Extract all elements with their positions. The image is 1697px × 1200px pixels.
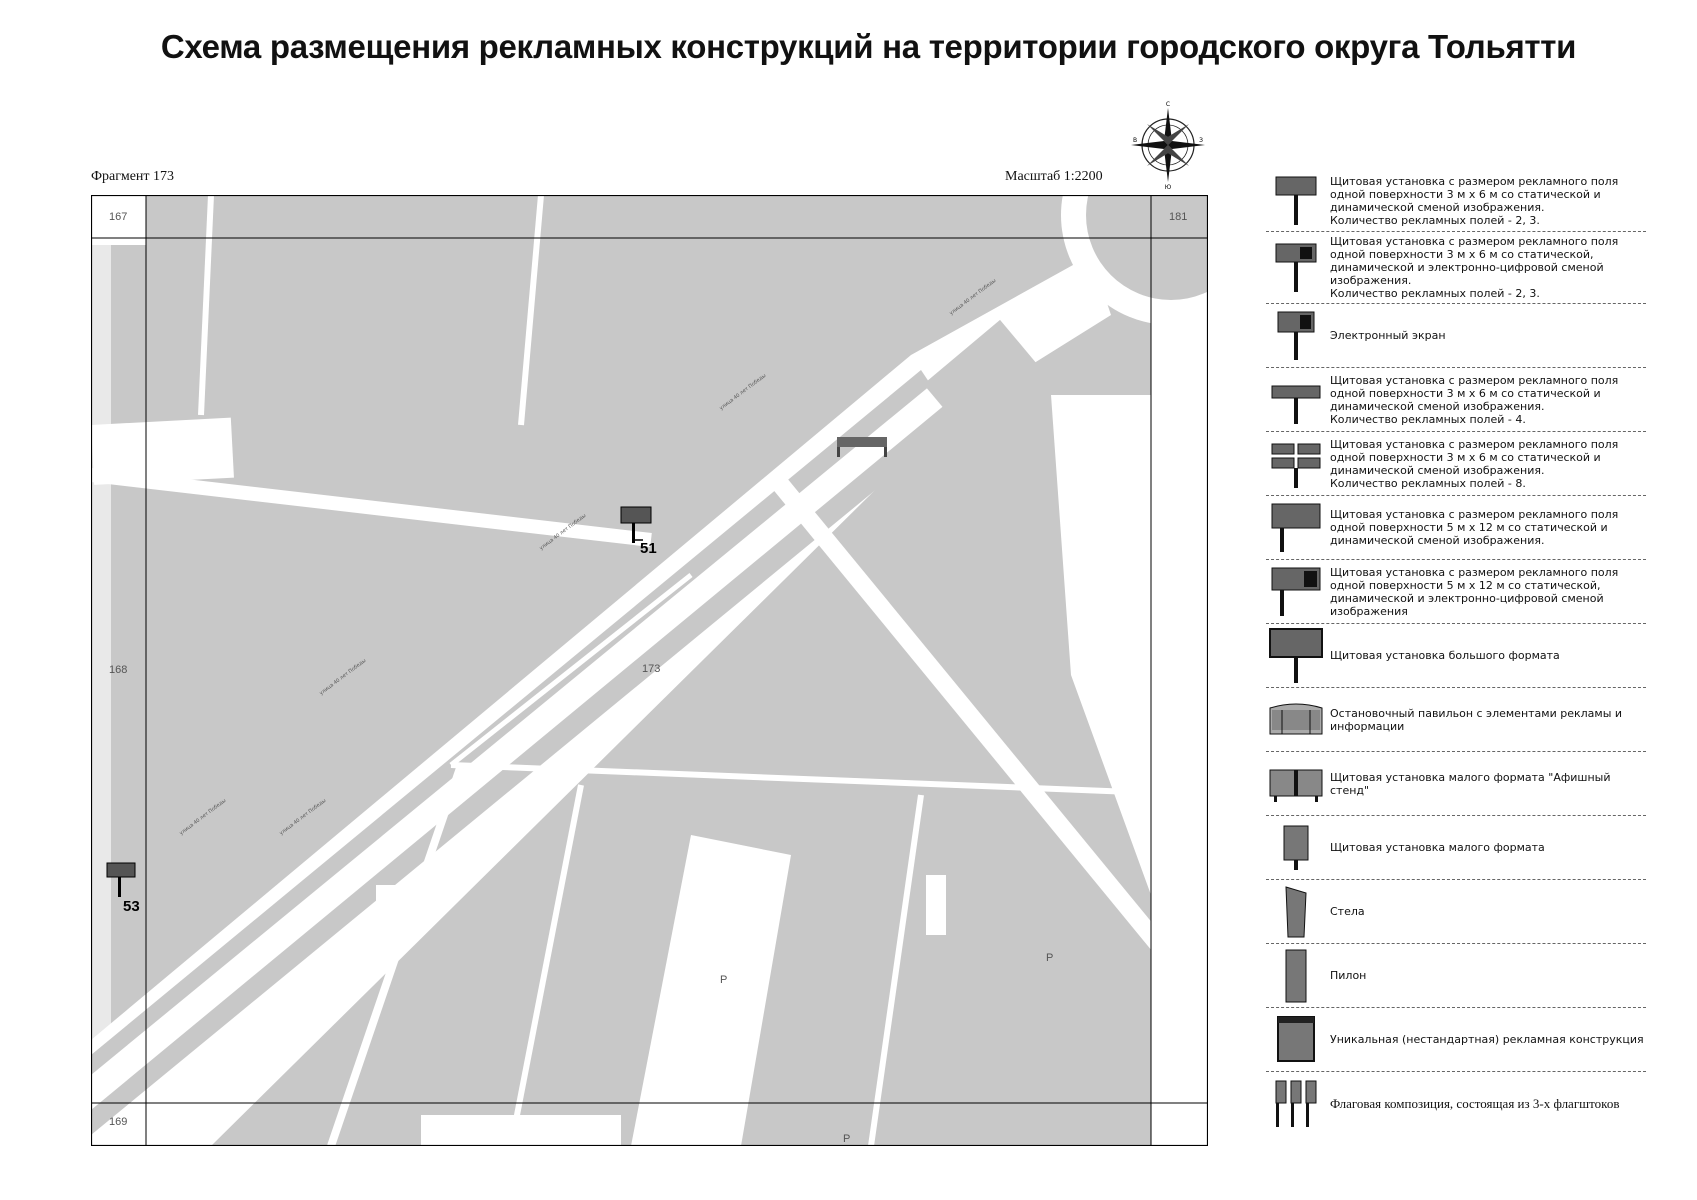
large-billboard-icon: [1269, 627, 1323, 683]
cell-label-top-right: 181: [1169, 211, 1187, 223]
billboard-5x12-digital-icon: [1271, 567, 1321, 616]
billboard-5x12-icon: [1271, 503, 1321, 552]
legend-item: Щитовая установка большого формата: [1266, 624, 1646, 688]
parking-label: P: [843, 1133, 850, 1145]
legend-item: Уникальная (нестандартная) рекламная кон…: [1266, 1008, 1646, 1072]
fragment-label: Фрагмент 173: [91, 169, 175, 184]
legend-text: Электронный экран: [1330, 329, 1446, 342]
legend-text: Щитовая установка с размером рекламного …: [1330, 174, 1619, 227]
legend-item: Щитовая установка с размером рекламного …: [1266, 496, 1646, 560]
billboard-3x6-icon: [1275, 176, 1317, 225]
legend-item: Щитовая установка малого формата: [1266, 816, 1646, 880]
marker-number: 51: [640, 540, 657, 557]
legend-item: Электронный экран: [1266, 304, 1646, 368]
unique-structure-icon: [1277, 1015, 1315, 1062]
page-title: Схема размещения рекламных конструкций н…: [160, 28, 1577, 65]
electronic-screen-icon: [1277, 311, 1315, 360]
small-billboard-icon: [1283, 825, 1309, 870]
legend-item: Пилон: [1266, 944, 1646, 1008]
cell-label-bottom-left: 169: [109, 1116, 127, 1128]
legend-text: Стела: [1330, 905, 1365, 918]
billboard-marker-53[interactable]: 53: [106, 862, 140, 915]
legend-item: Щитовая установка с размером рекламного …: [1266, 560, 1646, 624]
legend-text: Щитовая установка малого формата "Афишны…: [1330, 770, 1611, 797]
legend-text: Щитовая установка с размером рекламного …: [1330, 373, 1619, 426]
compass-east: З: [1199, 137, 1203, 144]
compass-rose-icon: С Ю В З: [1131, 101, 1205, 190]
legend-text: Щитовая установка с размером рекламного …: [1330, 235, 1619, 300]
legend-item: Остановочный павильон с элементами рекла…: [1266, 688, 1646, 752]
poster-stand-icon: [1269, 769, 1323, 802]
scale-label: Масштаб 1:2200: [1005, 169, 1103, 184]
legend-text: Щитовая установка с размером рекламного …: [1330, 565, 1619, 618]
pylon-icon: [1285, 949, 1307, 1002]
compass-west: В: [1133, 137, 1137, 144]
legend-text: Пилон: [1330, 969, 1367, 982]
legend-item: Стела: [1266, 880, 1646, 944]
bus-stop-pavilion-icon: [1269, 703, 1323, 734]
billboard-marker-51[interactable]: 51: [620, 506, 657, 557]
legend-item: Щитовая установка малого формата "Афишны…: [1266, 752, 1646, 816]
legend-item: Щитовая установка с размером рекламного …: [1266, 232, 1646, 304]
cell-label-center: 173: [642, 663, 660, 675]
billboard-4-fields-icon: [1271, 385, 1321, 424]
billboard-3x6-digital-icon: [1275, 243, 1317, 292]
legend-text: Щитовая установка малого формата: [1330, 841, 1545, 854]
legend-text: Щитовая установка с размером рекламного …: [1330, 437, 1619, 490]
compass-north: С: [1166, 101, 1170, 108]
billboard-8-fields-icon: [1271, 443, 1321, 488]
legend-text: Флаговая композиция, состоящая из 3-х фл…: [1330, 1096, 1620, 1111]
legend-text: Уникальная (нестандартная) рекламная кон…: [1330, 1033, 1644, 1046]
legend-text: Щитовая установка большого формата: [1330, 649, 1560, 662]
legend-text: Щитовая установка с размером рекламного …: [1330, 508, 1619, 547]
flag-composition-icon: [1275, 1080, 1317, 1127]
map-fragment[interactable]: улица 40 лет Победы улица 40 лет Победы …: [91, 195, 1208, 1146]
legend-text: Остановочный павильон с элементами рекла…: [1330, 706, 1623, 733]
legend: Щитовая установка с размером рекламного …: [1266, 170, 1646, 1136]
legend-item: Щитовая установка с размером рекламного …: [1266, 368, 1646, 432]
legend-item: Щитовая установка с размером рекламного …: [1266, 170, 1646, 232]
bus-stop-pavilion-marker[interactable]: [837, 437, 887, 457]
parking-label: P: [720, 974, 727, 986]
compass-south: Ю: [1165, 184, 1172, 190]
legend-item: Щитовая установка с размером рекламного …: [1266, 432, 1646, 496]
marker-number: 53: [123, 898, 140, 915]
stele-icon: [1285, 885, 1307, 937]
cell-label-left: 168: [109, 664, 127, 676]
parking-label: P: [1046, 952, 1053, 964]
legend-item: Флаговая композиция, состоящая из 3-х фл…: [1266, 1072, 1646, 1136]
cell-label-top-left: 167: [109, 211, 127, 223]
